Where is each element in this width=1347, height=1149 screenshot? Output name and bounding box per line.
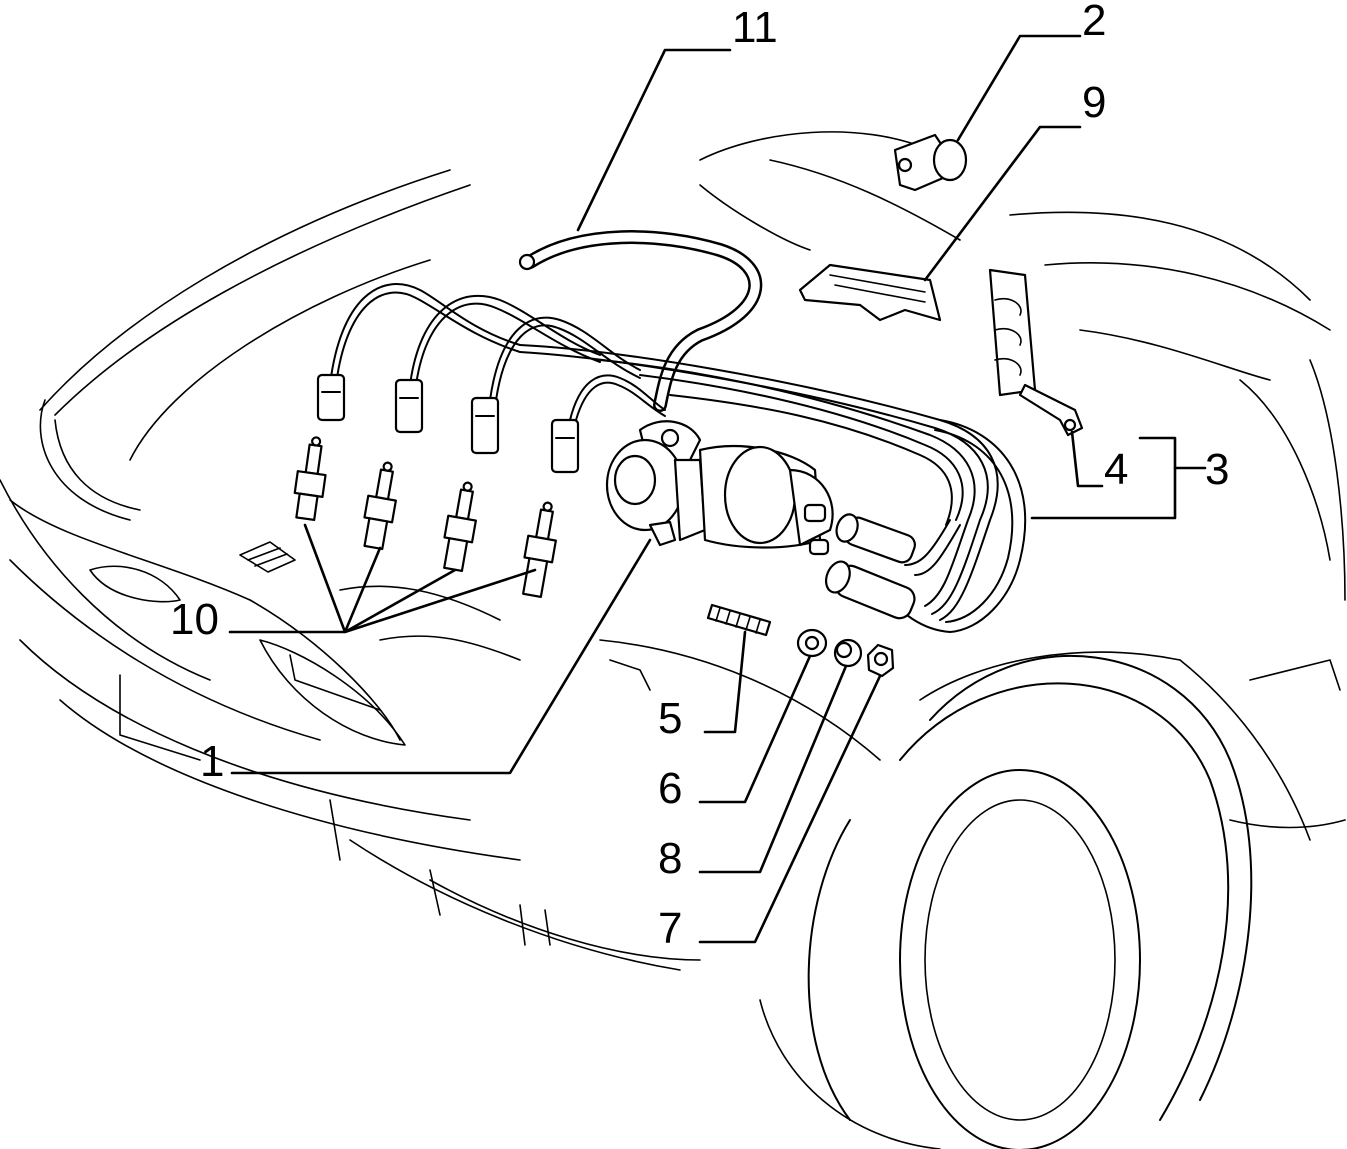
callout-labels: 11 2 9 4 3 10 1 5 6 8 7 bbox=[170, 0, 1229, 953]
leader-4 bbox=[1070, 430, 1104, 488]
callout-8: 8 bbox=[658, 834, 682, 883]
leader-2 bbox=[956, 34, 1082, 142]
spark-plug-set bbox=[239, 436, 557, 598]
callout-3: 3 bbox=[1205, 445, 1229, 494]
leader-11 bbox=[576, 48, 732, 232]
leader-7 bbox=[698, 674, 882, 944]
stud-part bbox=[706, 603, 772, 637]
leader-3 bbox=[1030, 466, 1207, 520]
cover-part bbox=[798, 263, 942, 322]
leader-10 bbox=[228, 523, 537, 634]
callout-2: 2 bbox=[1082, 0, 1106, 45]
leader-5 bbox=[703, 630, 747, 734]
vacuum-hose bbox=[518, 230, 763, 412]
bracket-part bbox=[893, 133, 968, 192]
leader-3-bracket bbox=[1138, 436, 1177, 470]
leader-lines bbox=[228, 34, 1207, 944]
callout-1: 1 bbox=[200, 737, 224, 786]
callout-6: 6 bbox=[658, 764, 682, 813]
leader-1 bbox=[230, 538, 652, 775]
callout-10: 10 bbox=[170, 595, 219, 644]
lead-holder bbox=[988, 268, 1084, 437]
washer-part bbox=[796, 628, 828, 658]
leader-8 bbox=[698, 664, 848, 874]
leader-6 bbox=[698, 654, 812, 804]
car-body-outline bbox=[0, 131, 1346, 1149]
callout-7: 7 bbox=[658, 904, 682, 953]
callout-9: 9 bbox=[1082, 78, 1106, 127]
leader-9 bbox=[923, 125, 1082, 282]
spacer-part bbox=[833, 638, 863, 668]
callout-5: 5 bbox=[658, 694, 682, 743]
ignition-lead-set bbox=[316, 283, 1027, 633]
nut-part bbox=[866, 643, 895, 678]
callout-11: 11 bbox=[732, 3, 778, 52]
distributor-unit bbox=[605, 420, 834, 556]
callout-4: 4 bbox=[1104, 445, 1128, 494]
